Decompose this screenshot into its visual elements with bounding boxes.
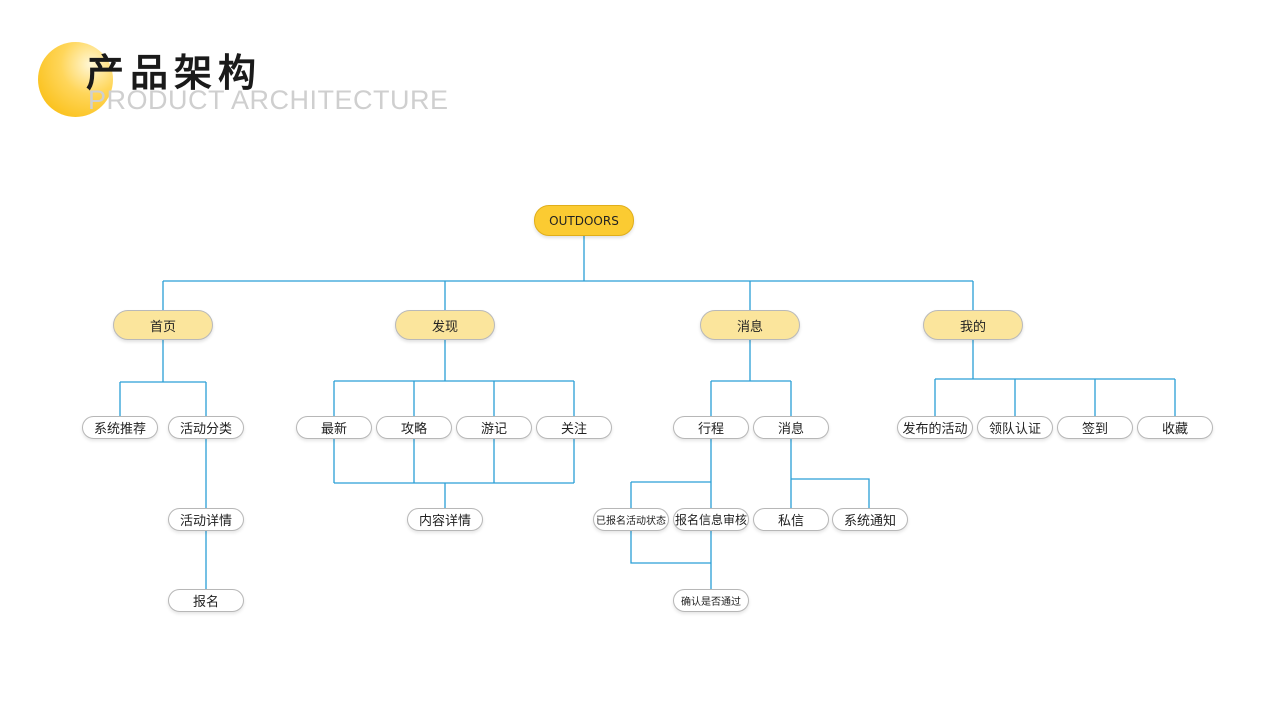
node-signup-review[interactable]: 报名信息审核 xyxy=(673,508,749,531)
node-outdoors[interactable]: OUTDOORS xyxy=(534,205,634,236)
node-mine[interactable]: 我的 xyxy=(923,310,1023,340)
node-activity-category[interactable]: 活动分类 xyxy=(168,416,244,439)
connector-root xyxy=(162,236,974,310)
node-private-message[interactable]: 私信 xyxy=(753,508,829,531)
node-guide[interactable]: 攻略 xyxy=(376,416,452,439)
node-discover[interactable]: 发现 xyxy=(395,310,495,340)
node-checkin[interactable]: 签到 xyxy=(1057,416,1133,439)
node-follow[interactable]: 关注 xyxy=(536,416,612,439)
node-activity-detail[interactable]: 活动详情 xyxy=(168,508,244,531)
connector-discover xyxy=(333,340,575,508)
node-home[interactable]: 首页 xyxy=(113,310,213,340)
node-latest[interactable]: 最新 xyxy=(296,416,372,439)
node-signup-status[interactable]: 已报名活动状态 xyxy=(593,508,669,531)
node-content-detail[interactable]: 内容详情 xyxy=(407,508,483,531)
decorative-circle xyxy=(38,42,113,117)
node-messages-sub[interactable]: 消息 xyxy=(753,416,829,439)
node-leader-certification[interactable]: 领队认证 xyxy=(977,416,1053,439)
page-title: 产品架构 xyxy=(86,51,263,95)
page-subtitle: PRODUCT ARCHITECTURE xyxy=(88,85,449,115)
node-signup[interactable]: 报名 xyxy=(168,589,244,612)
node-favorites[interactable]: 收藏 xyxy=(1137,416,1213,439)
node-system-notice[interactable]: 系统通知 xyxy=(832,508,908,531)
node-messages[interactable]: 消息 xyxy=(700,310,800,340)
node-itinerary[interactable]: 行程 xyxy=(673,416,749,439)
node-system-recommend[interactable]: 系统推荐 xyxy=(82,416,158,439)
connector-mine xyxy=(934,340,1176,416)
node-travel-notes[interactable]: 游记 xyxy=(456,416,532,439)
node-published-activities[interactable]: 发布的活动 xyxy=(897,416,973,439)
connector-messages xyxy=(630,340,870,589)
node-confirm-pass[interactable]: 确认是否通过 xyxy=(673,589,749,612)
connector-home xyxy=(119,340,207,589)
